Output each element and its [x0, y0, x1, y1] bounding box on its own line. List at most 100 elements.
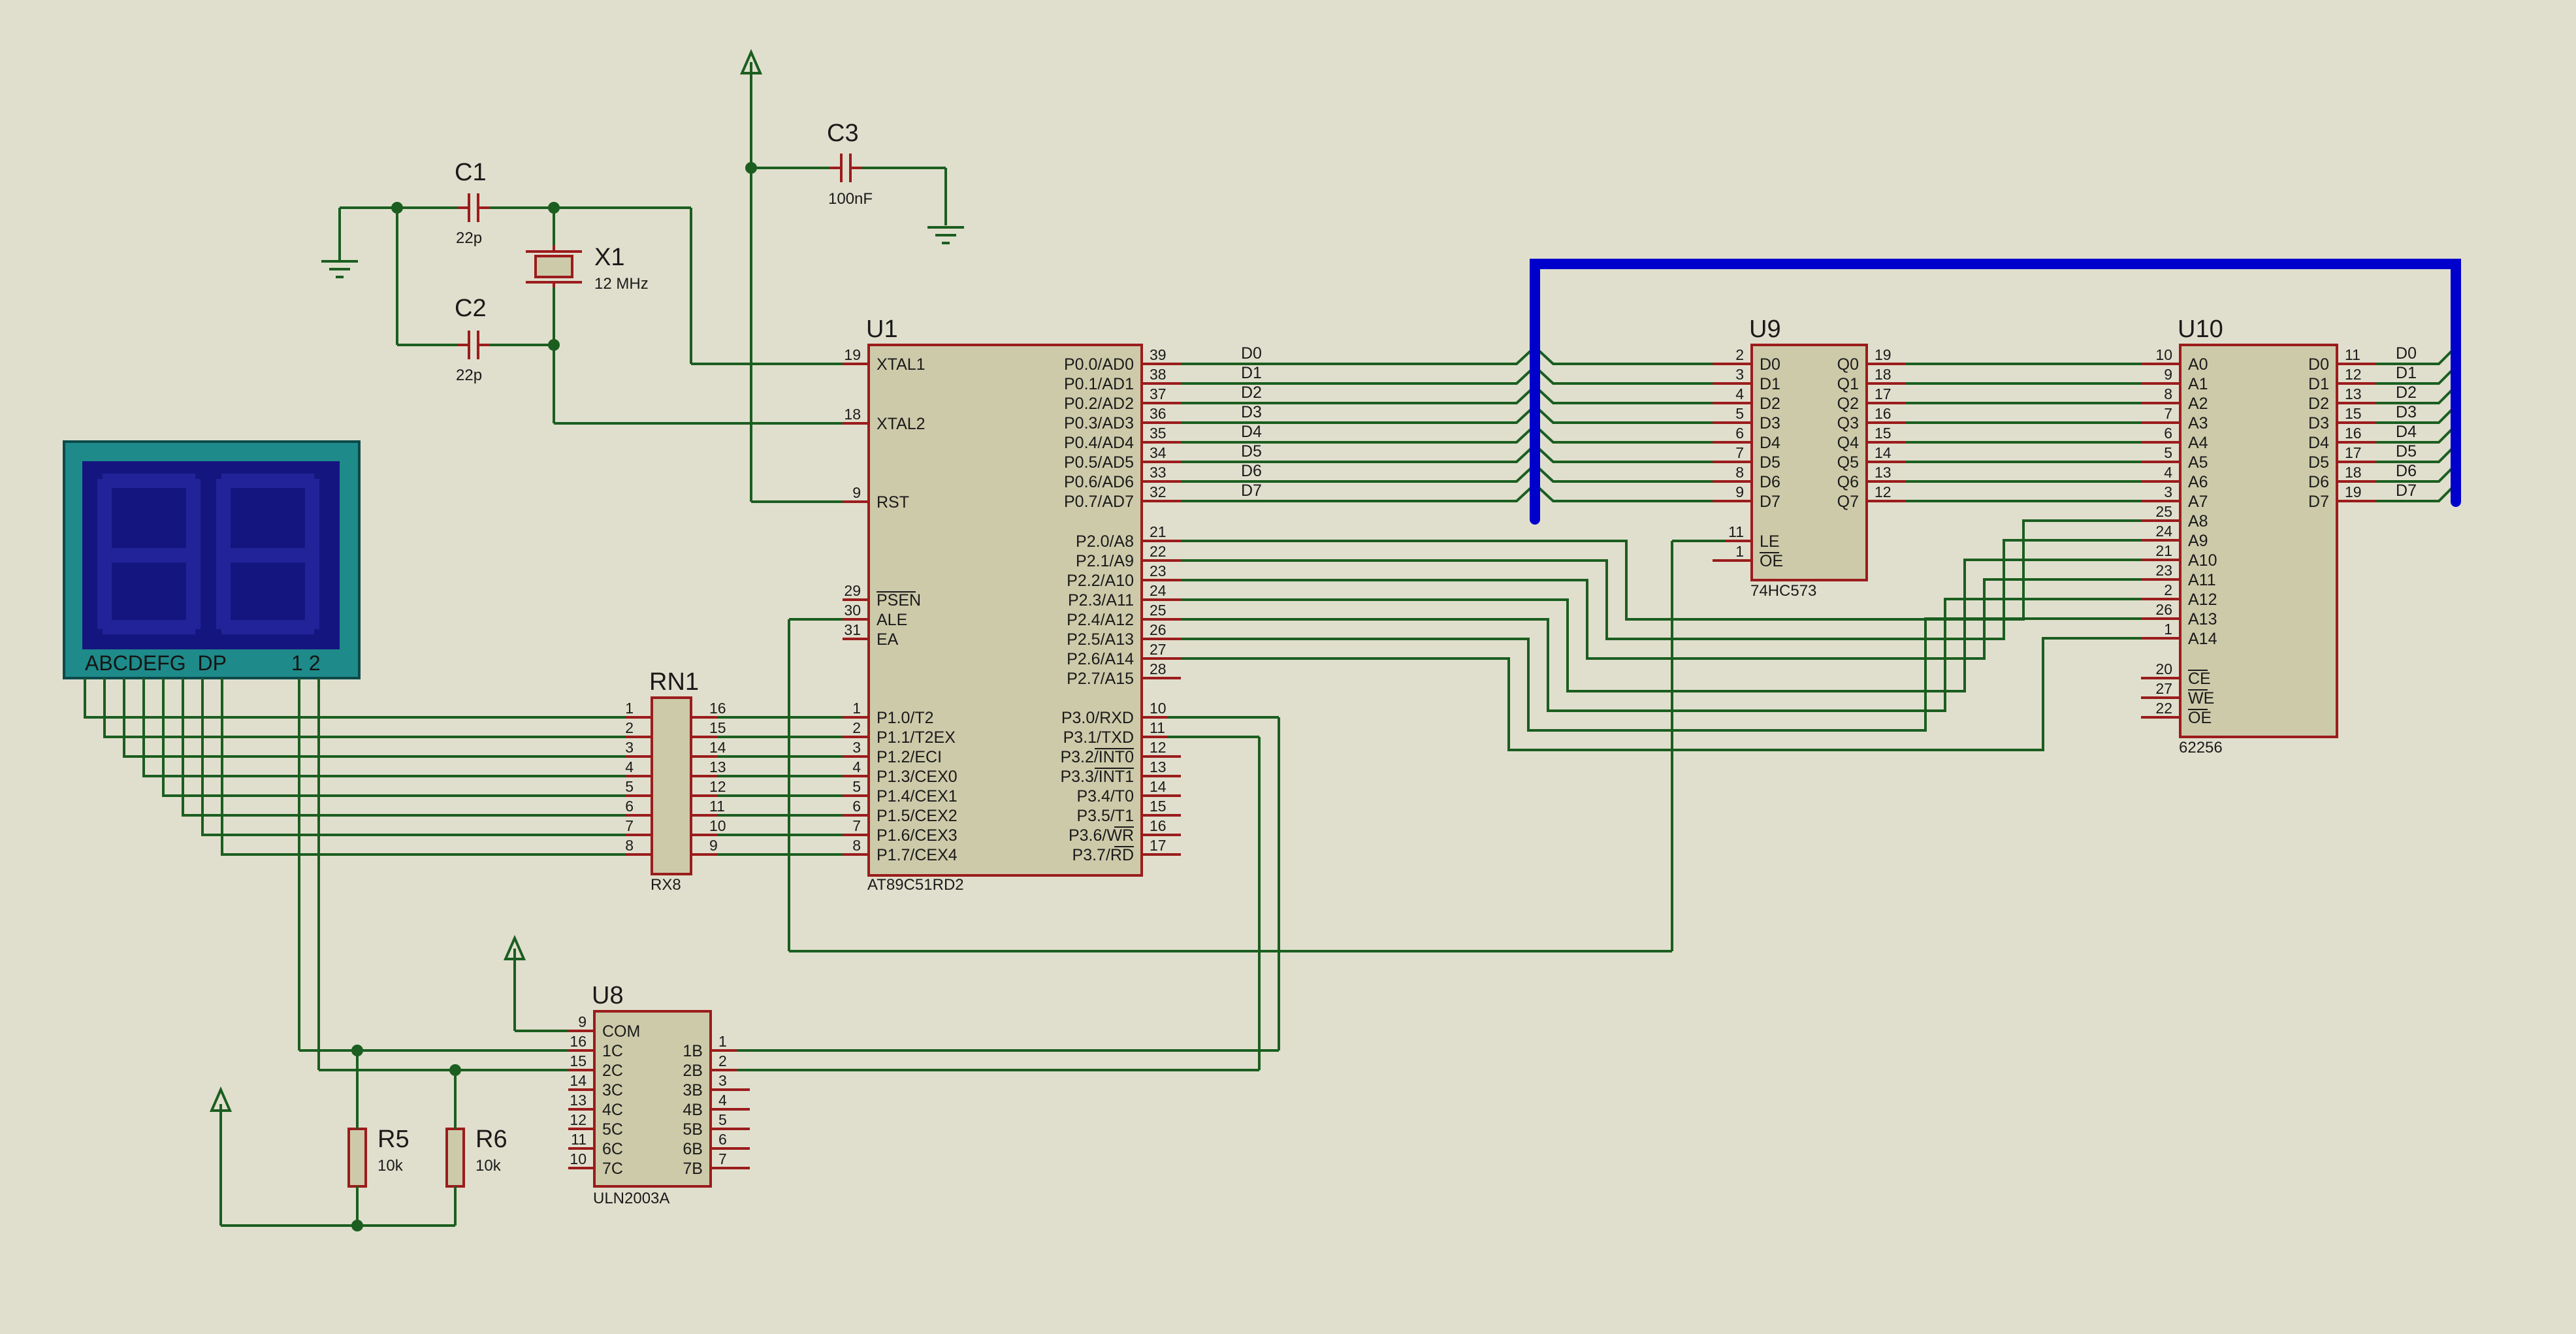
- junction-dot: [745, 162, 757, 174]
- u8-part: ULN2003A: [593, 1190, 669, 1207]
- pin-label: A10: [2188, 551, 2217, 570]
- pin-number: 8: [625, 837, 634, 854]
- pin-number: 6: [2164, 425, 2172, 442]
- pin-label: CE: [2188, 670, 2211, 688]
- pin-number: 12: [1875, 483, 1892, 500]
- pin-label: 7C: [602, 1160, 623, 1178]
- pin-number: 7: [852, 817, 861, 834]
- bus-net-label: D6: [1241, 462, 1262, 480]
- pin-number: 32: [1150, 483, 1167, 500]
- pin-number: 15: [2345, 405, 2362, 422]
- pin-label: P3.5/T1: [1076, 807, 1134, 825]
- pin-label: ALE: [877, 611, 907, 629]
- pin-number: 16: [1875, 405, 1892, 422]
- pin-label: P3.4/T0: [1076, 787, 1134, 805]
- pin-label: D4: [1760, 434, 1780, 452]
- bus-net-label: D0: [1241, 344, 1262, 363]
- pin-number: 19: [844, 346, 861, 363]
- pin-number: 12: [570, 1111, 587, 1128]
- rn1-ref: RN1: [649, 668, 699, 696]
- pin-label: 4B: [683, 1101, 703, 1119]
- pin-label: P2.2/A10: [1067, 572, 1134, 590]
- pin-number: 6: [718, 1131, 727, 1148]
- pin-number: 9: [2164, 366, 2172, 383]
- pin-number: 1: [2164, 621, 2172, 638]
- resistor-r6[interactable]: R6 10k: [445, 1126, 507, 1188]
- pin-number: 5: [718, 1111, 727, 1128]
- pin-label: D6: [1760, 473, 1780, 491]
- latch-u9[interactable]: U9 74HC573 2D03D14D25D36D47D58D69D711LE1…: [1713, 316, 1906, 600]
- pin-number: 2: [625, 719, 634, 736]
- pin-number: 22: [2155, 700, 2172, 717]
- pin-number: 2: [2164, 581, 2172, 598]
- pin-label: A6: [2188, 473, 2208, 491]
- pin-number: 19: [1875, 346, 1892, 363]
- pin-number: 16: [709, 700, 726, 717]
- power-arrow-top: [739, 49, 763, 74]
- pin-label: Q5: [1837, 453, 1859, 472]
- pin-label: D6: [2308, 473, 2329, 491]
- pin-label: XTAL1: [877, 355, 926, 374]
- pin-label: D2: [2308, 395, 2329, 413]
- pin-number: 23: [2155, 562, 2172, 579]
- pin-label: P3.1/TXD: [1063, 728, 1134, 747]
- pin-label: 1B: [683, 1042, 703, 1060]
- capacitor-c3[interactable]: C3 100nF: [827, 120, 873, 208]
- pin-number: 28: [1150, 660, 1167, 677]
- junction-dot: [351, 1045, 363, 1056]
- pin-label: P3.7/RD: [1072, 846, 1134, 864]
- u9-part: 74HC573: [1750, 582, 1816, 600]
- pin-number: 31: [844, 621, 861, 638]
- bus-net-label: D4: [1241, 423, 1262, 441]
- bus-net-label: D0: [2396, 344, 2417, 363]
- pin-number: 3: [625, 739, 634, 756]
- pin-number: 11: [1150, 719, 1165, 736]
- pin-number: 27: [1150, 641, 1167, 658]
- driver-u8[interactable]: U8 ULN2003A 9COM161C152C143C134C125C116C…: [568, 982, 750, 1207]
- pin-label: Q3: [1837, 414, 1859, 432]
- pin-number: 33: [1150, 464, 1167, 481]
- u9-pins: 2D03D14D25D36D47D58D69D711LE1OE19Q018Q11…: [1713, 346, 1906, 570]
- x1-value: 12 MHz: [594, 275, 649, 293]
- u10-pins: 10A09A18A27A36A45A54A63A725A824A921A1023…: [2141, 346, 2376, 727]
- pin-label: 7B: [683, 1160, 703, 1178]
- r6-ref: R6: [475, 1126, 507, 1153]
- pin-number: 7: [625, 817, 634, 834]
- data-bus: [1530, 259, 2461, 525]
- microcontroller-u1[interactable]: U1 AT89C51RD2 19XTAL118XTAL29RST29PSEN30…: [843, 316, 1181, 894]
- u9-ref: U9: [1749, 316, 1781, 343]
- ground-symbol-c3: [927, 226, 964, 244]
- pin-label: P2.5/A13: [1067, 630, 1134, 649]
- pin-label: P0.4/AD4: [1064, 434, 1134, 452]
- bus-net-label: D7: [2396, 481, 2417, 500]
- pin-label: Q6: [1837, 473, 1859, 491]
- pin-number: 18: [2345, 464, 2362, 481]
- pin-number: 2: [718, 1052, 727, 1069]
- pin-label: OE: [1760, 552, 1783, 570]
- pin-label: A3: [2188, 414, 2208, 432]
- seven-segment-display[interactable]: ABCDEFG DP 1 2: [63, 440, 361, 679]
- pin-number: 4: [625, 758, 634, 775]
- pin-number: 26: [1150, 621, 1167, 638]
- pin-number: 14: [1875, 444, 1892, 461]
- capacitor-c1[interactable]: C1 22p: [455, 159, 490, 247]
- pin-label: A0: [2188, 355, 2208, 374]
- pin-label: P1.3/CEX0: [877, 768, 958, 786]
- pin-number: 30: [844, 602, 861, 619]
- pin-label: A9: [2188, 532, 2208, 550]
- resistor-r5[interactable]: R5 10k: [347, 1126, 410, 1188]
- capacitor-c2[interactable]: C2 22p: [455, 295, 490, 384]
- crystal-x1[interactable]: X1 12 MHz: [526, 244, 649, 293]
- pin-number: 12: [709, 778, 726, 795]
- pin-number: 1: [1735, 543, 1744, 560]
- sram-u10[interactable]: U10 62256 10A09A18A27A36A45A54A63A725A82…: [2141, 316, 2376, 756]
- pin-label: D2: [1760, 395, 1780, 413]
- pin-number: 16: [570, 1033, 587, 1050]
- pin-label: D4: [2308, 434, 2329, 452]
- pin-number: 11: [2345, 346, 2360, 363]
- pin-label: P3.2/INT0: [1060, 748, 1134, 766]
- pin-number: 5: [1735, 405, 1744, 422]
